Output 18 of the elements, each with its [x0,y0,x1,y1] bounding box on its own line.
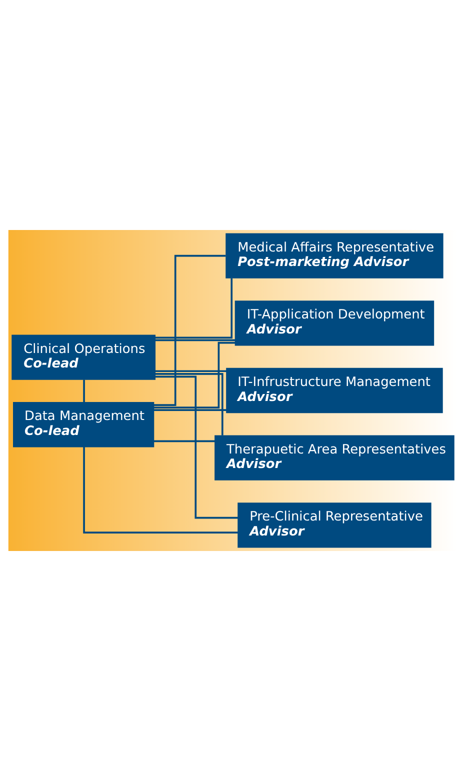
connector [155,372,224,435]
connector [154,440,216,442]
node-box: Data Management Co-lead [13,402,154,447]
node-box: Medical Affairs Representative Post-marketing Advisor [226,232,444,278]
node-box: Clinical Operations Co-lead [12,334,156,380]
node-box: IT-Application Development Advisor [234,300,434,346]
connector [154,341,236,408]
node-box: Therapuetic Area Representatives Advisor [214,434,454,480]
node-box: Pre-Clinical Representative Advisor [238,502,432,548]
connector [155,338,236,341]
connector [155,370,227,372]
connector [83,379,85,402]
node-box: IT-Infrustructure Management Advisor [226,367,443,413]
connector [155,278,233,338]
connector [154,254,226,406]
connector [154,408,226,411]
connector [83,446,238,533]
connector [155,375,238,518]
